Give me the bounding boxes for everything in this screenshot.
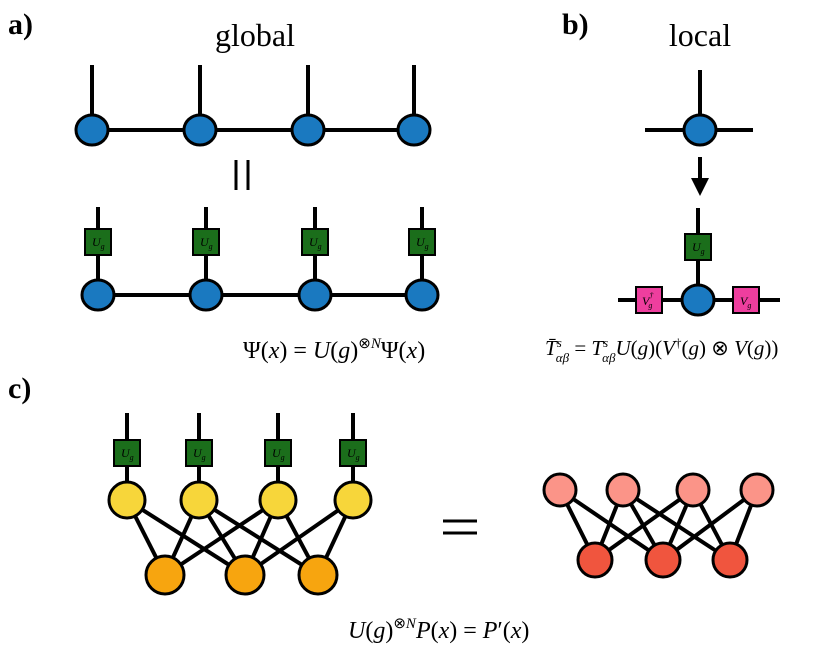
u-gate: Ug: [301, 228, 329, 256]
panel-a-title: global: [215, 17, 295, 53]
hidden-node: [711, 541, 749, 579]
svg-text:Ug: Ug: [347, 446, 360, 462]
u-gate: Ug: [684, 233, 712, 261]
svg-text:Ug: Ug: [272, 446, 285, 462]
panel-b-label: b): [562, 8, 589, 41]
equation-global-symmetry: Ψ(x) = U(g)⊗NΨ(x): [243, 336, 425, 364]
u-gate: Ug: [185, 439, 213, 467]
svg-text:Vg: Vg: [740, 294, 751, 310]
svg-text:Ug: Ug: [416, 235, 429, 251]
v-gate: Vg: [732, 286, 760, 314]
svg-text:Ug: Ug: [92, 235, 105, 251]
mps-tensor-node: [290, 113, 326, 147]
u-gate: Ug: [264, 439, 292, 467]
svg-text:Ug: Ug: [309, 235, 322, 251]
peps-tensor-with-gates: Ug V†g Vg: [618, 208, 780, 317]
down-arrow: [691, 157, 709, 196]
peps-tensor-top: [645, 70, 753, 147]
svg-text:V†g: V†g: [642, 291, 654, 310]
visible-node: [258, 480, 298, 520]
v-dagger-gate: V†g: [635, 286, 663, 314]
visible-node: [739, 472, 775, 508]
panel-a: a) global Ug: [8, 8, 440, 364]
u-gate: Ug: [84, 228, 112, 256]
svg-text:Ug: Ug: [692, 240, 705, 256]
svg-text:Ug: Ug: [193, 446, 206, 462]
mps-bottom-with-gates: Ug Ug Ug Ug: [80, 207, 440, 312]
hidden-node: [144, 554, 186, 596]
panel-b-title: local: [669, 17, 731, 53]
visible-node: [333, 480, 373, 520]
mps-tensor-node: [404, 278, 440, 312]
hidden-node: [224, 554, 266, 596]
visible-node: [542, 472, 578, 508]
mps-tensor-node: [74, 113, 110, 147]
equation-network-symmetry: U(g)⊗NP(x) = P′(x): [348, 616, 529, 644]
neural-network-transformed: [542, 472, 775, 579]
mps-tensor-node: [188, 278, 224, 312]
svg-text:Ug: Ug: [121, 446, 134, 462]
peps-tensor-node: [680, 283, 716, 317]
panel-c-label: c): [8, 372, 31, 405]
svg-text:Ug: Ug: [200, 235, 213, 251]
mps-tensor-node: [182, 113, 218, 147]
mps-tensor-node: [396, 113, 432, 147]
visible-node: [605, 472, 641, 508]
equals-sign: [443, 519, 477, 535]
visible-node: [179, 480, 219, 520]
panel-b: b) local Ug V†g Vg: [545, 8, 780, 365]
u-gate: Ug: [192, 228, 220, 256]
hidden-node: [644, 541, 682, 579]
mps-tensor-node: [80, 278, 116, 312]
u-gate: Ug: [339, 439, 367, 467]
u-gate: Ug: [408, 228, 436, 256]
mps-top: [74, 65, 432, 147]
vertical-equals-sign: [234, 160, 250, 190]
hidden-node: [576, 541, 614, 579]
mps-tensor-node: [297, 278, 333, 312]
visible-node: [107, 480, 147, 520]
panel-a-label: a): [8, 8, 33, 41]
u-gate: Ug: [113, 439, 141, 467]
peps-tensor-node: [682, 113, 718, 147]
panel-c: c) Ug: [8, 372, 775, 644]
hidden-node: [297, 554, 339, 596]
visible-node: [675, 472, 711, 508]
neural-network-with-gates: Ug Ug Ug Ug: [107, 413, 373, 596]
